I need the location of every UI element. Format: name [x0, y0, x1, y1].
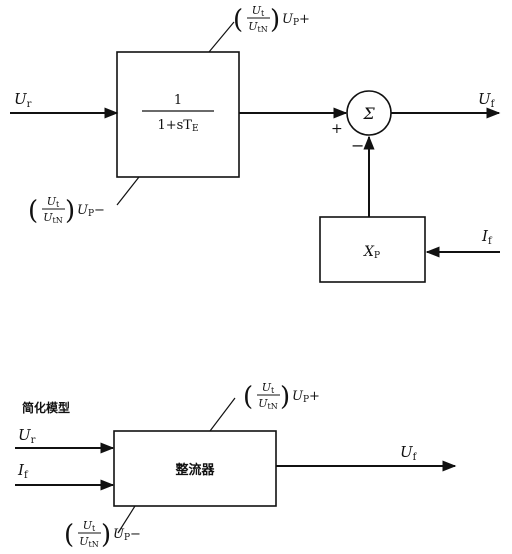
bottom-input1-label: Ur: [18, 426, 36, 446]
svg-text:): ): [101, 520, 111, 550]
feedback-block-label: XP: [363, 244, 380, 261]
rectifier-label: 整流器: [174, 462, 215, 478]
input-label: Ur: [14, 90, 32, 110]
upper-limit-label-bottom: ( Ut UtN ) UP+: [243, 381, 320, 412]
sum-symbol: Σ: [362, 104, 375, 123]
feedback-input-label: If: [481, 227, 493, 247]
svg-text:): ): [65, 196, 75, 226]
svg-text:(: (: [243, 382, 253, 412]
transfer-numerator: 1: [174, 93, 182, 108]
simplified-model-title: 简化模型: [22, 400, 70, 415]
svg-text:(: (: [64, 520, 74, 550]
upper-limit-leader: [208, 21, 235, 53]
transfer-denominator: 1+sTE: [157, 118, 198, 134]
svg-text:): ): [280, 382, 290, 412]
svg-text:Ut: Ut: [252, 4, 265, 18]
bottom-output-label: Uf: [400, 443, 418, 463]
svg-text:Ut: Ut: [83, 519, 96, 533]
lower-limit-label: ( Ut UtN ) UP−: [28, 195, 105, 226]
output-label: Uf: [478, 90, 496, 110]
feedback-block: [319, 216, 426, 283]
svg-text:(: (: [28, 196, 38, 226]
upper-limit-leader-bottom: [209, 397, 236, 432]
transfer-function-block: [116, 51, 240, 178]
svg-text:UP+: UP+: [292, 389, 320, 405]
svg-text:UtN: UtN: [258, 397, 278, 411]
svg-text:(: (: [233, 5, 243, 35]
rectifier-block: [113, 430, 277, 507]
lower-limit-label-bottom: ( Ut UtN ) UP−: [64, 519, 141, 550]
svg-text:UP+: UP+: [282, 12, 310, 28]
svg-text:): ): [270, 5, 280, 35]
svg-text:UP−: UP−: [77, 203, 105, 219]
upper-limit-label: ( Ut UtN ) UP+: [233, 4, 310, 35]
minus-sign: −: [351, 136, 364, 155]
svg-text:UP−: UP−: [113, 527, 141, 543]
detailed-model: Ur 1 1+sTE ( Ut UtN ) UP+ ( Ut UtN ) UP−…: [10, 4, 501, 283]
simplified-model: 简化模型 ( Ut UtN ) UP+ Ur If 整流器 Uf ( Ut Ut…: [15, 381, 457, 550]
svg-text:Ut: Ut: [47, 195, 60, 209]
lower-limit-leader-bottom: [117, 505, 136, 534]
svg-text:UtN: UtN: [248, 20, 268, 34]
svg-text:Ut: Ut: [262, 381, 275, 395]
plus-sign: +: [331, 121, 343, 137]
lower-limit-leader: [116, 176, 140, 206]
bottom-input2-label: If: [17, 461, 29, 481]
svg-text:UtN: UtN: [79, 535, 99, 549]
svg-text:UtN: UtN: [43, 211, 63, 225]
